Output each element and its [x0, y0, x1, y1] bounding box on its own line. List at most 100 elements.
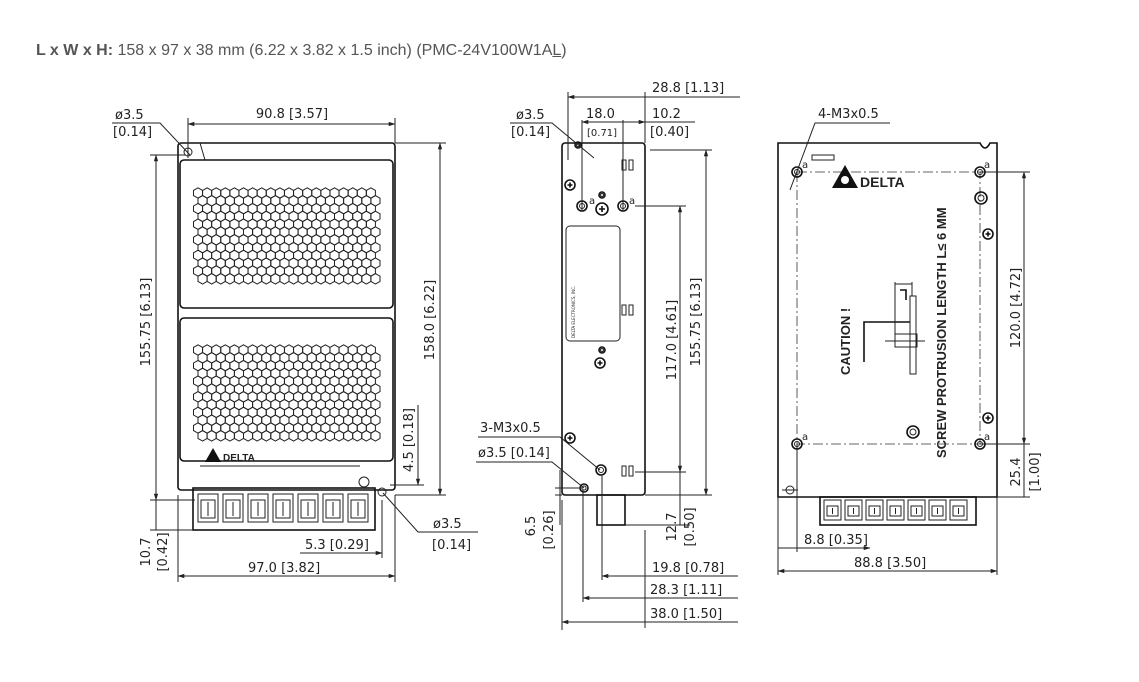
- side-view: DELTA ELECTRONICS, INC. a a 28.8 [1.13] …: [476, 81, 740, 630]
- vent-hole: [324, 273, 335, 285]
- screw-protrusion-note: SCREW PROTRUSION LENGTH L≤ 6 MM: [934, 207, 949, 458]
- vent-hole: [261, 430, 272, 442]
- terminal: [222, 493, 244, 523]
- vent-hole: [306, 430, 317, 442]
- side-terminal-tab: [596, 494, 626, 526]
- vent-panel-bottom: [179, 317, 394, 462]
- dim-bottom-b: 12.7: [665, 513, 680, 542]
- header-model-suffix: L: [552, 42, 562, 59]
- vent-hole: [288, 430, 299, 442]
- vent-hole: [206, 430, 217, 442]
- terminal: [865, 499, 884, 521]
- screw-icon: [594, 357, 606, 369]
- dim-hole-dia-top-in: [0.14]: [113, 125, 152, 140]
- vent-hole: [297, 430, 308, 442]
- terminal: [347, 493, 369, 523]
- hole-inner: [598, 467, 604, 473]
- vent-hole: [361, 273, 372, 285]
- vent-hole: [361, 430, 372, 442]
- terminal-screw: [225, 499, 241, 519]
- vent-hole: [233, 273, 244, 285]
- mount-hole-icon: [906, 425, 920, 439]
- dim-hole-dia-bottom-in: [0.14]: [432, 538, 471, 553]
- vent-hole: [334, 430, 345, 442]
- slot: [621, 465, 627, 477]
- vent-hole: [315, 273, 326, 285]
- rating-label: [565, 225, 621, 342]
- front-body-outline: [177, 142, 396, 491]
- honeycomb-vent-bottom: [193, 344, 381, 442]
- dimensions-header: L x W x H: 158 x 97 x 38 mm (6.22 x 3.82…: [36, 42, 567, 60]
- front-view: DELTA 90.8 [3.57] ø3.5 [0.14] 155.75 [6.…: [112, 107, 478, 582]
- terminal-screw: [325, 499, 341, 519]
- vent-panel-top: [179, 159, 394, 309]
- delta-logo: DELTA: [832, 165, 905, 190]
- slot: [628, 465, 634, 477]
- hole-inner: [794, 169, 800, 175]
- vent-hole: [243, 273, 254, 285]
- mount-hole-icon: [974, 191, 988, 205]
- hole-label-a: a: [984, 160, 990, 171]
- mounting-hole-pattern: [796, 171, 981, 445]
- dim-hole-dia2: ø3.5 [0.14]: [478, 446, 550, 461]
- terminal: [297, 493, 319, 523]
- dim-spacing-a-in: [0.71]: [587, 128, 617, 139]
- vent-hole: [324, 430, 335, 442]
- terminal-screw: [931, 505, 944, 517]
- terminal-screw: [889, 505, 902, 517]
- terminal-screw: [868, 505, 881, 517]
- vent-hole: [306, 273, 317, 285]
- dim-height-right: 158.0 [6.22]: [423, 280, 438, 360]
- terminal: [949, 499, 968, 521]
- screw-cross: [567, 182, 573, 188]
- terminal: [322, 493, 344, 523]
- screw-cross: [985, 415, 991, 421]
- terminal: [272, 493, 294, 523]
- vent-hole: [370, 430, 381, 442]
- header-dims: 158 x 97 x 38 mm (6.22 x 3.82 x 1.5 inch…: [113, 42, 553, 59]
- dim-d2: 28.3 [1.11]: [650, 583, 722, 598]
- dim-d3: 38.0 [1.50]: [650, 607, 722, 622]
- dim-left-offset: 8.8 [0.35]: [804, 533, 868, 548]
- vent-hole: [243, 430, 254, 442]
- terminal: [907, 499, 926, 521]
- vent-hole: [233, 430, 244, 442]
- terminal: [823, 499, 842, 521]
- hole-label-a: a: [802, 432, 808, 443]
- dim-depth-top: 28.8 [1.13]: [652, 81, 724, 96]
- terminal-screw: [952, 505, 965, 517]
- logo-text: DELTA: [223, 453, 255, 464]
- hole-inner: [909, 428, 917, 436]
- vent-hole: [288, 273, 299, 285]
- slot: [628, 159, 634, 171]
- vent-hole: [352, 273, 363, 285]
- back-view: DELTA a a a a CAUTION ! SCREW PROTRUSION…: [777, 107, 1043, 575]
- dim-width: 88.8 [3.50]: [854, 556, 926, 571]
- dim-hole-dia-top: ø3.5: [115, 108, 144, 123]
- vent-hole: [343, 273, 354, 285]
- terminal-screw: [847, 505, 860, 517]
- dim-spacing-a: 18.0: [586, 107, 615, 122]
- back-screws: [791, 166, 994, 450]
- dim-bottom-a: 6.5: [524, 516, 539, 537]
- vent-hole: [252, 430, 263, 442]
- mount-hole-icon: [598, 191, 606, 199]
- terminal-screw: [910, 505, 923, 517]
- slot: [621, 159, 627, 171]
- vent-hole: [197, 273, 208, 285]
- mount-hole-icon: [595, 464, 607, 476]
- terminal: [247, 493, 269, 523]
- back-body-outline: [777, 142, 998, 498]
- terminal-screws: [823, 499, 968, 521]
- vent-hole: [252, 273, 263, 285]
- terminal: [197, 493, 219, 523]
- terminal: [928, 499, 947, 521]
- terminal-screw: [300, 499, 316, 519]
- delta-logo: DELTA: [205, 448, 255, 464]
- vent-hole: [215, 430, 226, 442]
- terminal-block: [192, 487, 376, 531]
- vent-hole: [206, 273, 217, 285]
- vent-hole: [215, 273, 226, 285]
- mount-hole-icon: [598, 346, 606, 354]
- terminal-screw: [350, 499, 366, 519]
